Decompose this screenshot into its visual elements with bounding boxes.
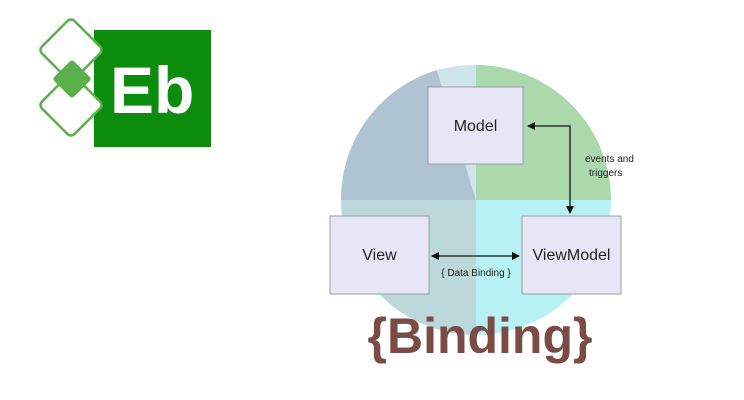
events-label-line2: triggers [589, 168, 622, 179]
eb-logo: Eb [39, 18, 211, 147]
logo-diamond-top [39, 18, 103, 82]
view-label: View [362, 247, 397, 264]
logo-diamond-bottom [39, 73, 103, 137]
events-label-line1: events and [585, 154, 634, 165]
viewmodel-label: ViewModel [533, 247, 611, 264]
events-arrow [527, 122, 574, 214]
model-box: Model [427, 86, 524, 165]
logo-green-square [94, 30, 211, 147]
view-box: View [329, 215, 430, 295]
logo-diamond-center [53, 60, 91, 98]
viewmodel-box: ViewModel [521, 215, 622, 295]
model-label: Model [454, 118, 498, 135]
data-binding-label: { Data Binding } [441, 268, 511, 279]
diagram-arrows [431, 122, 574, 260]
binding-title: {Binding} [368, 308, 593, 364]
logo-text: Eb [110, 53, 194, 127]
